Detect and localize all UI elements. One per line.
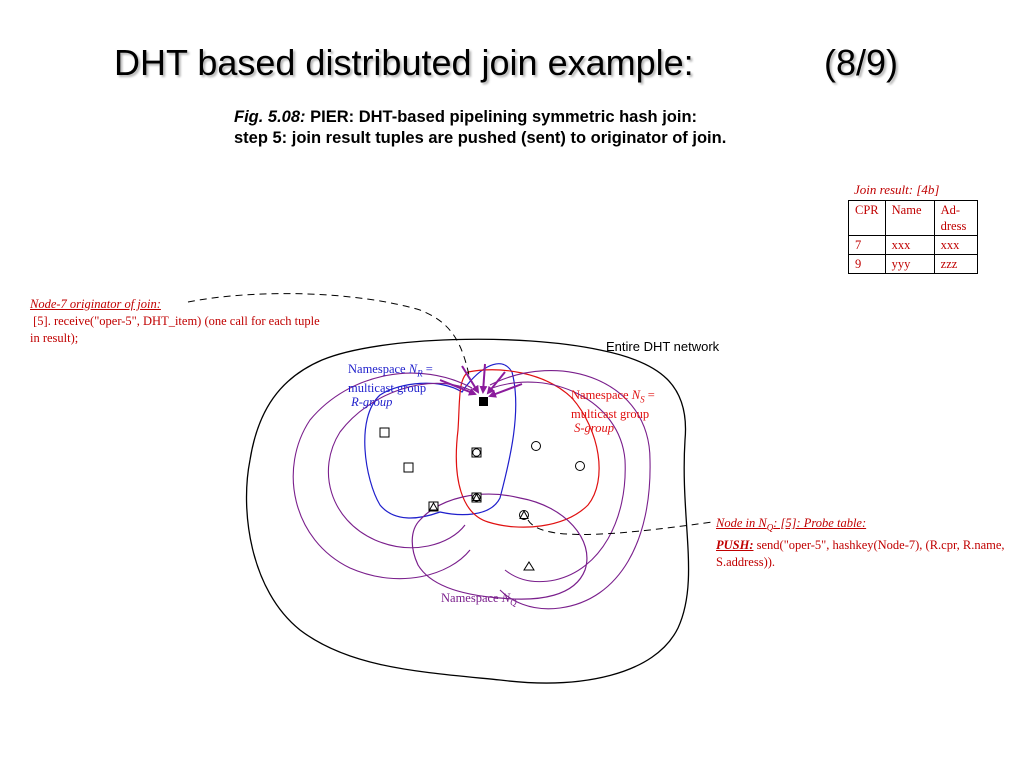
multicast-arc-left-outer: [292, 372, 473, 580]
originator-note-heading: Node-7 originator of join:: [30, 297, 161, 311]
table-row: 7 xxx xxx: [848, 235, 978, 255]
s-node: [575, 461, 585, 471]
entire-network-outline: [245, 338, 690, 684]
originator-connector: [187, 293, 471, 381]
entire-network-label: Entire DHT network: [606, 339, 720, 354]
probe-note: Node in NQ: [5]: Probe table: PUSH: send…: [716, 515, 1016, 571]
namespace-r-label: Namespace NR = multicast group R-group: [348, 362, 433, 409]
r-node: [403, 462, 414, 473]
r-q-node-triangle: [428, 501, 439, 511]
push-text: send("oper-5", hashkey(Node-7), (R.cpr, …: [716, 537, 1005, 569]
slide-title-bar: DHT based distributed join example: (8/9…: [0, 42, 1024, 92]
q-group-outline: [411, 493, 588, 600]
multicast-arc-right-outer: [489, 370, 651, 610]
namespace-s-label: Namespace NS = multicast group S-group: [571, 388, 655, 435]
join-result-panel: Join result: [4b] CPR Name Ad-dress 7 xx…: [848, 182, 978, 274]
r-s-node-circle: [472, 448, 481, 457]
table-row: 9 yyy zzz: [848, 254, 978, 274]
probe-note-heading: Node in NQ: [5]: Probe table:: [716, 516, 867, 533]
figure-label: Fig. 5.08:: [234, 108, 306, 126]
r-group-outline: [364, 363, 517, 519]
header-name: Name: [884, 200, 935, 236]
probe-node-triangle: [519, 509, 529, 519]
namespace-q-label: Namespace NQ: [441, 591, 517, 608]
node-7-originator: [479, 397, 488, 406]
multicast-arc-left-inner: [327, 382, 471, 549]
s-node: [531, 441, 541, 451]
caption-line-2: step 5: join result tuples are pushed (s…: [234, 129, 727, 147]
caption-line-1: PIER: DHT-based pipelining symmetric has…: [310, 108, 698, 126]
s-group-outline: [455, 369, 600, 528]
join-result-table: CPR Name Ad-dress 7 xxx xxx 9 yyy zzz: [848, 200, 978, 274]
r-s-q-node-triangle: [472, 492, 481, 501]
originator-note: Node-7 originator of join: [5]. receive(…: [30, 296, 320, 347]
header-address: Ad-dress: [933, 200, 978, 236]
originator-note-body: [5]. receive("oper-5", DHT_item) (one ca…: [30, 314, 320, 345]
r-s-node: [471, 447, 482, 458]
multicast-arc-right-inner: [491, 381, 626, 583]
join-result-title: Join result: [4b]: [854, 182, 940, 197]
cell-address: zzz: [933, 254, 978, 274]
join-result-header-row: CPR Name Ad-dress: [848, 200, 978, 236]
push-arrows: [439, 363, 523, 398]
slide-title: DHT based distributed join example:: [114, 42, 694, 83]
slide-page-indicator: (8/9): [824, 42, 899, 83]
figure-caption: Fig. 5.08: PIER: DHT-based pipelining sy…: [234, 107, 834, 149]
probe-connector: [527, 519, 713, 535]
q-node: [523, 561, 535, 571]
push-label: PUSH:: [716, 537, 754, 552]
cell-name: yyy: [884, 254, 935, 274]
r-node: [379, 427, 390, 438]
